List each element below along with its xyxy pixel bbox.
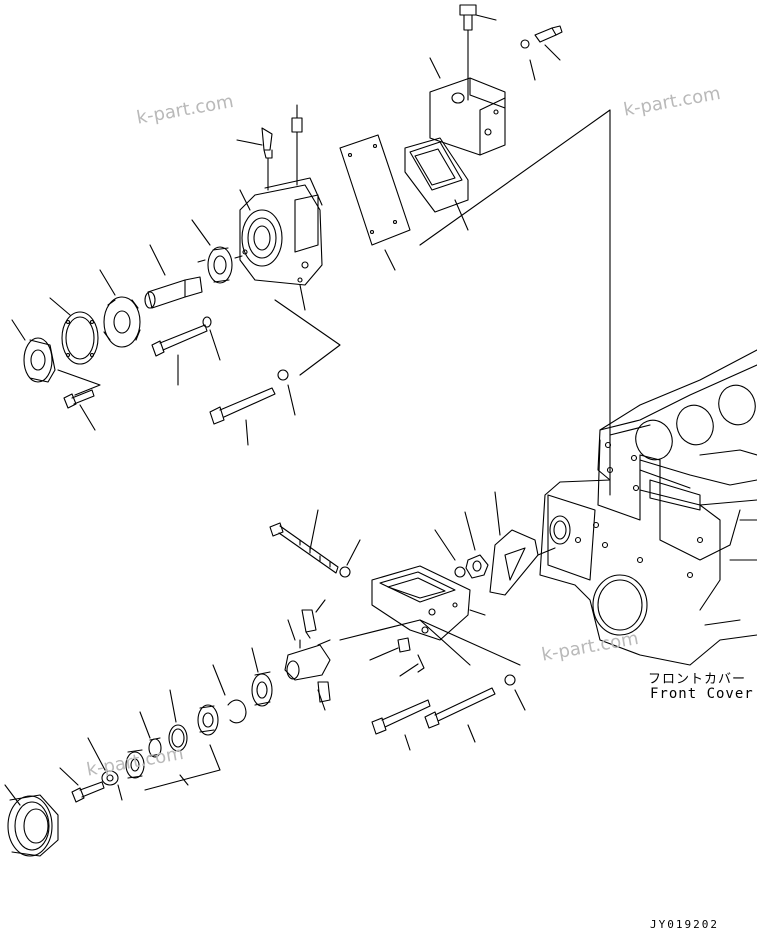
cover-gasket-round: [50, 298, 98, 364]
bearing-upper: [192, 220, 242, 283]
washer-2: [278, 370, 295, 415]
front-cover-label-jp: フロントカバー: [648, 672, 747, 687]
bolt-long-2: [210, 388, 275, 445]
spacer-ring: [169, 690, 187, 751]
front-cover-label-en: Front Cover: [650, 686, 754, 702]
washer-5: [505, 675, 525, 710]
idler-pulley: [5, 785, 58, 856]
pump-housing: [240, 178, 322, 310]
bracket-small-right: [490, 492, 555, 595]
leader-line-lower-2: [420, 620, 520, 665]
bolt-pulley: [60, 738, 105, 802]
tensioner-bracket: [372, 566, 485, 640]
idler-hub: [126, 750, 144, 778]
leader-line-stack-2: [180, 775, 188, 785]
bolt-long-1: [152, 325, 207, 385]
spacer-block: [405, 138, 468, 230]
bolt-top: [460, 5, 496, 100]
collar: [140, 712, 161, 757]
washer-3: [340, 540, 360, 577]
bolt-cover: [58, 370, 100, 430]
sensor-fitting: [302, 600, 325, 638]
bolt-small-top-right: [521, 26, 562, 80]
bolt-long-3: [372, 700, 430, 750]
leader-line-stack: [145, 745, 220, 790]
washer-1: [203, 317, 220, 360]
fitting-straight: [292, 105, 302, 185]
snap-ring: [213, 665, 246, 723]
wedge-piece: [370, 638, 424, 676]
drawing-code: JY019202: [650, 918, 719, 931]
bearing-lower: [252, 648, 272, 706]
nut-1: [465, 512, 488, 578]
bolt-long-4: [425, 688, 495, 742]
mounting-bracket-top: [430, 58, 505, 155]
washer-6: [102, 771, 122, 800]
leader-line-cover: [420, 110, 610, 495]
fitting-elbow: [237, 128, 272, 190]
idler-housing: [285, 620, 330, 680]
pump-cover: [12, 320, 55, 382]
engine-block: [540, 350, 757, 665]
gasket-plate: [340, 135, 410, 270]
stud-bolt-long: [270, 510, 338, 573]
pump-shaft: [145, 245, 202, 308]
washer-4: [435, 530, 465, 577]
fitting-lower: [318, 682, 330, 710]
impeller: [100, 270, 140, 347]
bearing-lower-2: [198, 705, 218, 735]
leader-line-bolt: [275, 300, 340, 375]
